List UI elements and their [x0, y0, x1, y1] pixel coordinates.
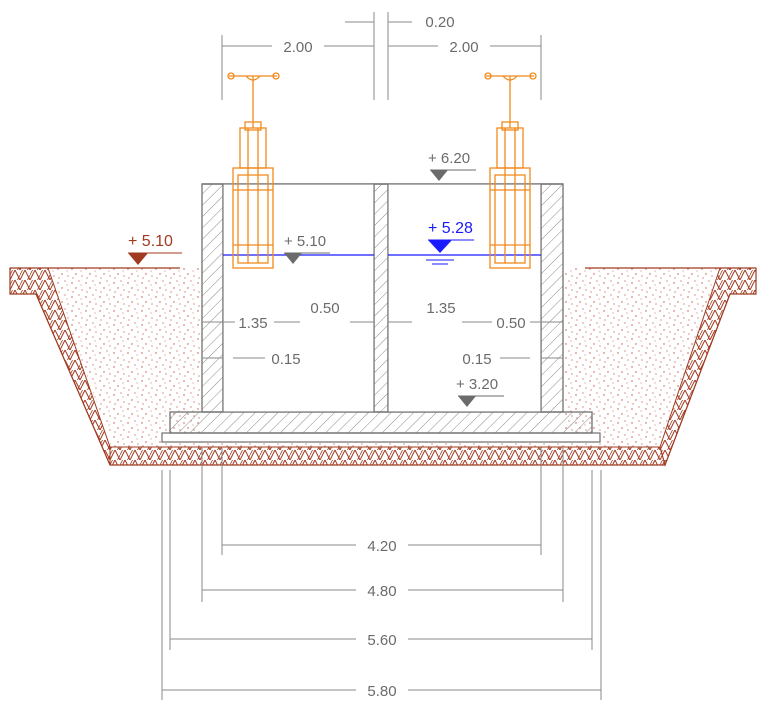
dim-divider: 0.20 — [425, 14, 454, 31]
level-bottom: + 3.20 — [456, 376, 498, 393]
lean-concrete-base — [161, 432, 601, 443]
top-dimensions: 2.00 2.00 0.20 — [221, 12, 542, 100]
dim-width-total: 5.80 — [367, 683, 396, 700]
level-water-design: + 5.28 — [428, 220, 473, 237]
level-water-inner: + 5.10 — [284, 233, 326, 250]
dim-inner-left-gap: 0.50 — [310, 300, 339, 317]
dim-wall-right: 0.15 — [462, 351, 491, 368]
dim-width-inner: 4.20 — [367, 538, 396, 555]
concrete-structure — [169, 183, 593, 434]
dim-inner-right: 1.35 — [426, 300, 455, 317]
dim-inner-right-gap: 0.50 — [496, 315, 525, 332]
dim-gate-span-right: 2.00 — [449, 39, 478, 56]
level-markers: + 5.10 + 5.10 + 6.20 + 5.28 + 3.20 — [128, 150, 504, 407]
level-top-wall: + 6.20 — [428, 150, 470, 167]
level-ground-left: + 5.10 — [128, 233, 173, 250]
dim-wall-left: 0.15 — [271, 351, 300, 368]
dim-width-walls: 4.80 — [367, 583, 396, 600]
soil-trench — [9, 267, 757, 467]
bottom-dimensions: 4.20 4.80 5.60 5.80 — [161, 448, 602, 700]
dim-gate-span-left: 2.00 — [283, 39, 312, 56]
sluice-gate-left — [227, 72, 280, 269]
dim-inner-left: 1.35 — [238, 315, 267, 332]
dim-width-slab: 5.60 — [367, 632, 396, 649]
sluice-gate-right — [484, 72, 537, 269]
interior-dimensions: 1.35 0.50 1.35 0.50 0.15 0.15 — [202, 300, 563, 368]
